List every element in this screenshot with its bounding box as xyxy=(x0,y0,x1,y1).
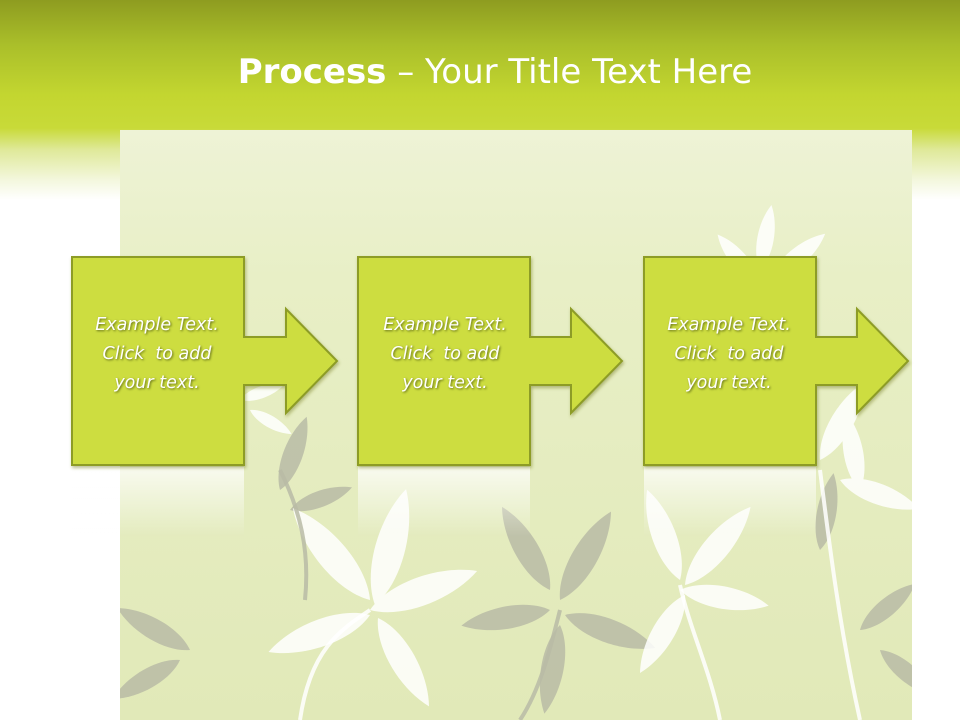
slide-title[interactable]: Process – Your Title Text Here xyxy=(0,52,960,92)
step-1-line-1: Example Text. xyxy=(95,315,219,335)
title-rest-part: – Your Title Text Here xyxy=(386,52,753,92)
title-bold-part: Process xyxy=(237,52,387,92)
step-2-line-3: your text. xyxy=(402,373,488,393)
process-step-3[interactable] xyxy=(643,256,910,466)
reflections xyxy=(72,467,816,537)
step-1-line-2: Click to add xyxy=(102,344,212,364)
step-3-shape xyxy=(643,256,910,466)
step-2-text[interactable]: Example Text. Click to add your text. xyxy=(360,311,530,398)
process-step-2[interactable] xyxy=(357,256,624,466)
step-3-line-2: Click to add xyxy=(674,344,784,364)
step-2-shape xyxy=(357,256,624,466)
process-step-1[interactable] xyxy=(71,256,339,466)
step-1-line-3: your text. xyxy=(114,373,200,393)
step-1-text[interactable]: Example Text. Click to add your text. xyxy=(72,311,242,398)
step-3-text[interactable]: Example Text. Click to add your text. xyxy=(644,311,814,398)
step-3-line-3: your text. xyxy=(686,373,772,393)
step-2-line-1: Example Text. xyxy=(383,315,507,335)
step-3-line-1: Example Text. xyxy=(667,315,791,335)
step-1-shape xyxy=(71,256,339,466)
step-2-line-2: Click to add xyxy=(390,344,500,364)
